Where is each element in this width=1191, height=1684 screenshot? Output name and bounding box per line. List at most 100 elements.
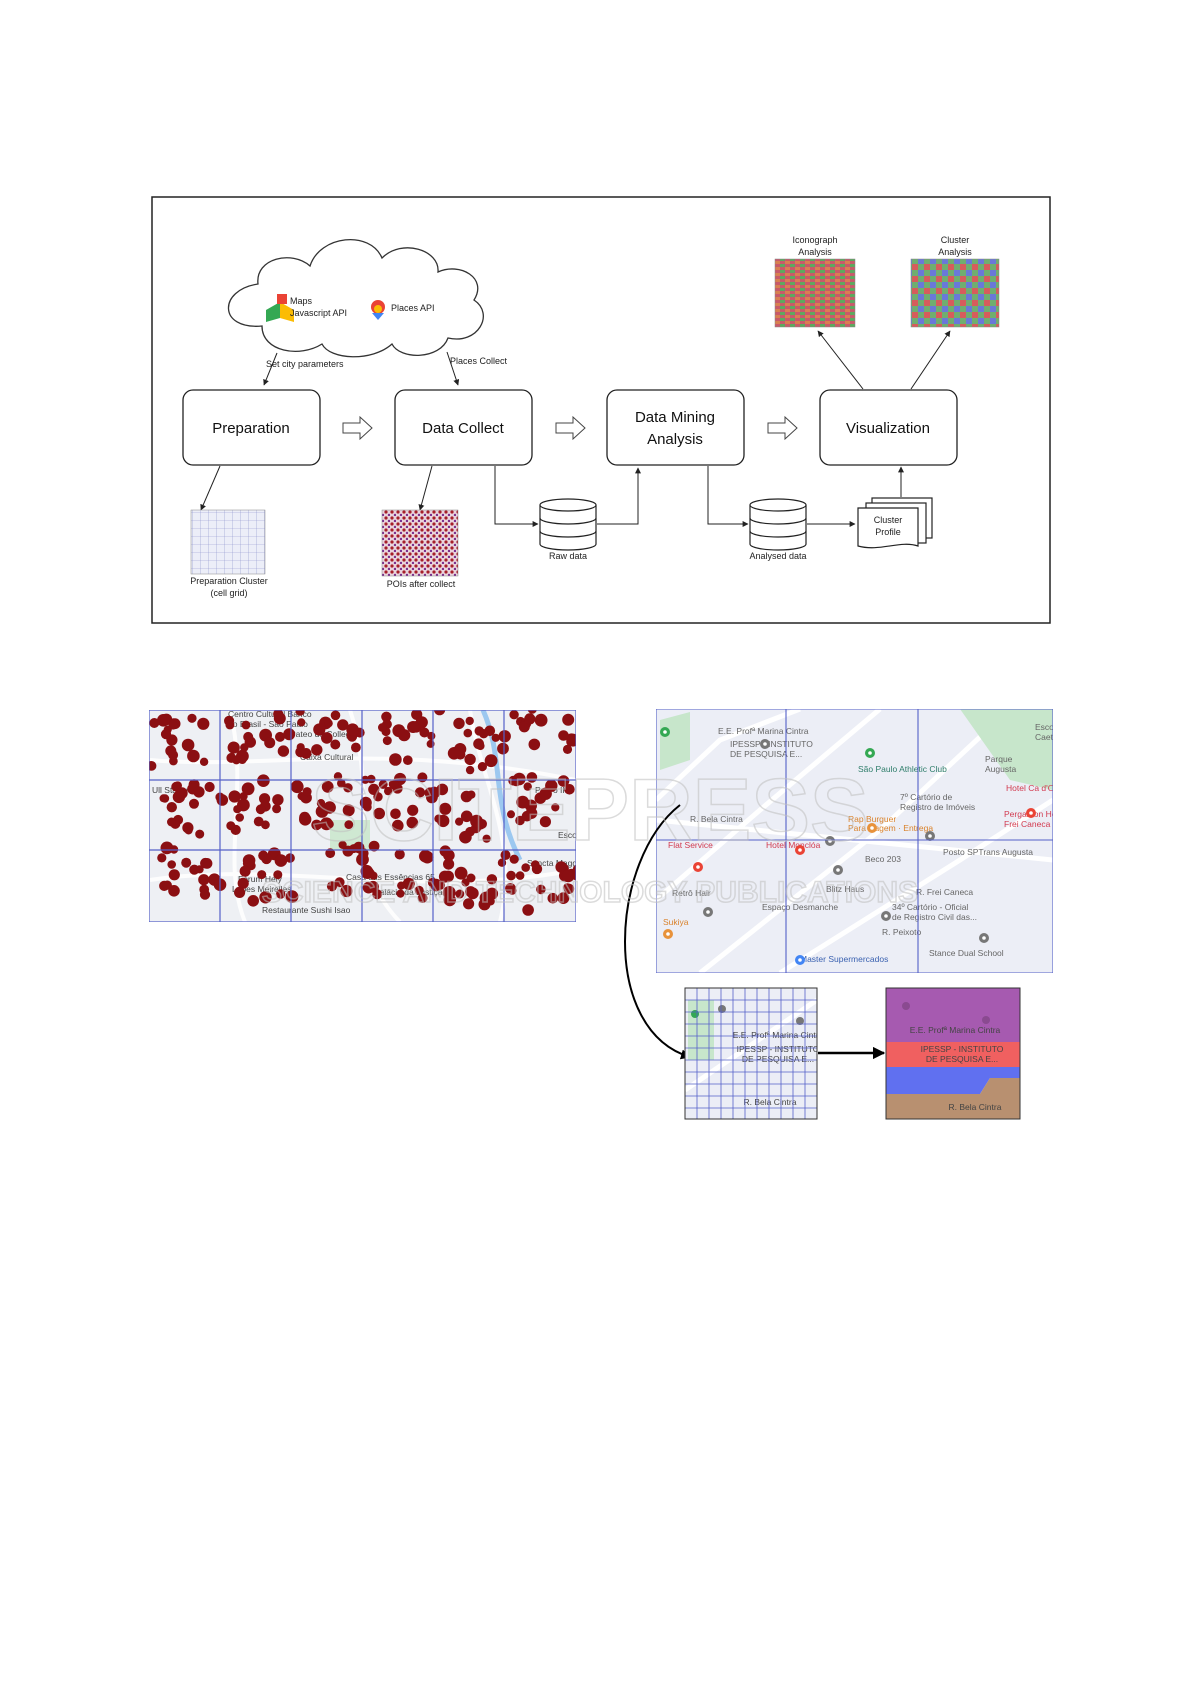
poi-dot bbox=[344, 820, 354, 829]
poi-dot bbox=[241, 782, 255, 796]
iconograph-label-1: Iconograph bbox=[792, 235, 837, 245]
right-map-label: de Registro Civil das... bbox=[892, 912, 977, 922]
poi-dot bbox=[198, 874, 210, 886]
poi-dot bbox=[176, 787, 188, 799]
poi-dot bbox=[460, 810, 473, 823]
poi-dot bbox=[368, 783, 380, 796]
poi-dot bbox=[160, 841, 174, 855]
poi-dot bbox=[273, 870, 283, 880]
poi-dot bbox=[509, 710, 519, 720]
poi-dot bbox=[482, 834, 491, 843]
zoom-cluster-label: R. Bela Cintra bbox=[949, 1102, 1002, 1112]
poi-dot bbox=[342, 804, 355, 817]
cluster-region-purple bbox=[886, 988, 1020, 1042]
poi-dot bbox=[473, 738, 484, 750]
poi-dot bbox=[359, 796, 372, 809]
poi-dot bbox=[463, 728, 473, 738]
maps-api-label-1: Maps bbox=[290, 296, 313, 306]
zoom-fine-grid-lines bbox=[685, 988, 817, 1119]
right-map-label: Caetano de bbox=[1035, 732, 1079, 742]
poi-dot bbox=[181, 738, 195, 752]
poi-dot bbox=[434, 814, 443, 823]
stage-data-collect-label: Data Collect bbox=[422, 420, 505, 437]
cluster-analysis-label-2: Analysis bbox=[938, 247, 972, 257]
left-map-label: Ull Station bbox=[152, 785, 191, 795]
poi-dot bbox=[378, 779, 388, 789]
poi-dot bbox=[532, 695, 544, 707]
poi-dot bbox=[259, 891, 272, 904]
poi-dot bbox=[443, 858, 455, 870]
poi-dot bbox=[368, 840, 380, 852]
poi-dot bbox=[506, 870, 516, 881]
poi-dot bbox=[321, 780, 334, 793]
poi-dot bbox=[439, 802, 452, 815]
poi-dot bbox=[228, 790, 241, 803]
poi-dot bbox=[227, 741, 240, 754]
left-map-label: Sancta Maggiore bbox=[527, 858, 592, 868]
poi-dot bbox=[275, 731, 285, 742]
poi-dot bbox=[276, 889, 286, 899]
poi-dot bbox=[189, 864, 200, 875]
map-pin-center bbox=[706, 910, 710, 914]
poi-dot bbox=[453, 717, 465, 730]
poi-dot bbox=[193, 786, 205, 798]
poi-dot bbox=[447, 747, 461, 760]
poi-dot bbox=[201, 858, 213, 869]
right-map-label: Para viagem · Entrega bbox=[848, 823, 933, 833]
poi-dot bbox=[419, 727, 430, 738]
poi-dot bbox=[273, 710, 284, 720]
poi-dot bbox=[507, 810, 515, 819]
poi-dot bbox=[239, 865, 251, 877]
map-pin-center bbox=[696, 865, 700, 869]
stage-visualization: Visualization bbox=[819, 389, 958, 466]
left-map-label: Centro Cultural Banco bbox=[228, 709, 312, 719]
poi-dot bbox=[149, 718, 160, 728]
right-map-label: R. Peixoto bbox=[882, 927, 921, 937]
map-pin-icon bbox=[982, 1016, 990, 1024]
poi-dot bbox=[272, 804, 282, 814]
raw-data-label: Raw data bbox=[549, 551, 587, 561]
poi-dot bbox=[338, 840, 347, 850]
poi-dot bbox=[572, 872, 576, 881]
right-map-label: Augusta bbox=[985, 764, 1016, 774]
arrow-mining-to-analysed bbox=[707, 466, 749, 527]
poi-dot bbox=[539, 694, 549, 704]
poi-dot bbox=[561, 869, 575, 883]
poi-dot bbox=[394, 849, 405, 860]
arrow-map-to-zoom bbox=[624, 804, 691, 1060]
poi-dot bbox=[237, 877, 249, 889]
poi-dot bbox=[558, 730, 569, 741]
cluster-analysis-image bbox=[910, 258, 1000, 328]
poi-dot bbox=[311, 744, 323, 756]
poi-dot bbox=[168, 720, 178, 730]
right-map-label: Sukiya bbox=[663, 917, 689, 927]
poi-dot bbox=[523, 782, 532, 791]
poi-dot bbox=[325, 848, 336, 859]
poi-dot bbox=[382, 736, 392, 746]
poi-dot bbox=[486, 874, 498, 885]
poi-dot bbox=[351, 742, 361, 753]
left-map-label: Caixa Cultural bbox=[300, 752, 353, 762]
poi-dot bbox=[414, 787, 426, 798]
poi-dot bbox=[551, 803, 560, 812]
poi-dot bbox=[157, 853, 167, 863]
poi-dot bbox=[421, 850, 434, 864]
left-map-label: Fórum Hely bbox=[238, 874, 283, 884]
places-api-label: Places API bbox=[391, 303, 435, 313]
right-map-label: R. Frei Caneca bbox=[916, 887, 973, 897]
map-pin-center bbox=[1029, 811, 1033, 815]
poi-dot bbox=[264, 737, 276, 749]
analysed-data-label: Analysed data bbox=[749, 551, 806, 561]
maps-javascript-api-icon bbox=[266, 294, 294, 322]
poi-dot bbox=[311, 819, 322, 831]
poi-dot bbox=[189, 798, 199, 809]
poi-dot bbox=[253, 816, 264, 827]
poi-dot bbox=[466, 873, 476, 883]
poi-dot bbox=[390, 808, 401, 820]
map-pin-center bbox=[798, 848, 802, 852]
poi-dot bbox=[326, 881, 338, 892]
left-map-label: Restaurante Sushi Isao bbox=[262, 905, 351, 915]
